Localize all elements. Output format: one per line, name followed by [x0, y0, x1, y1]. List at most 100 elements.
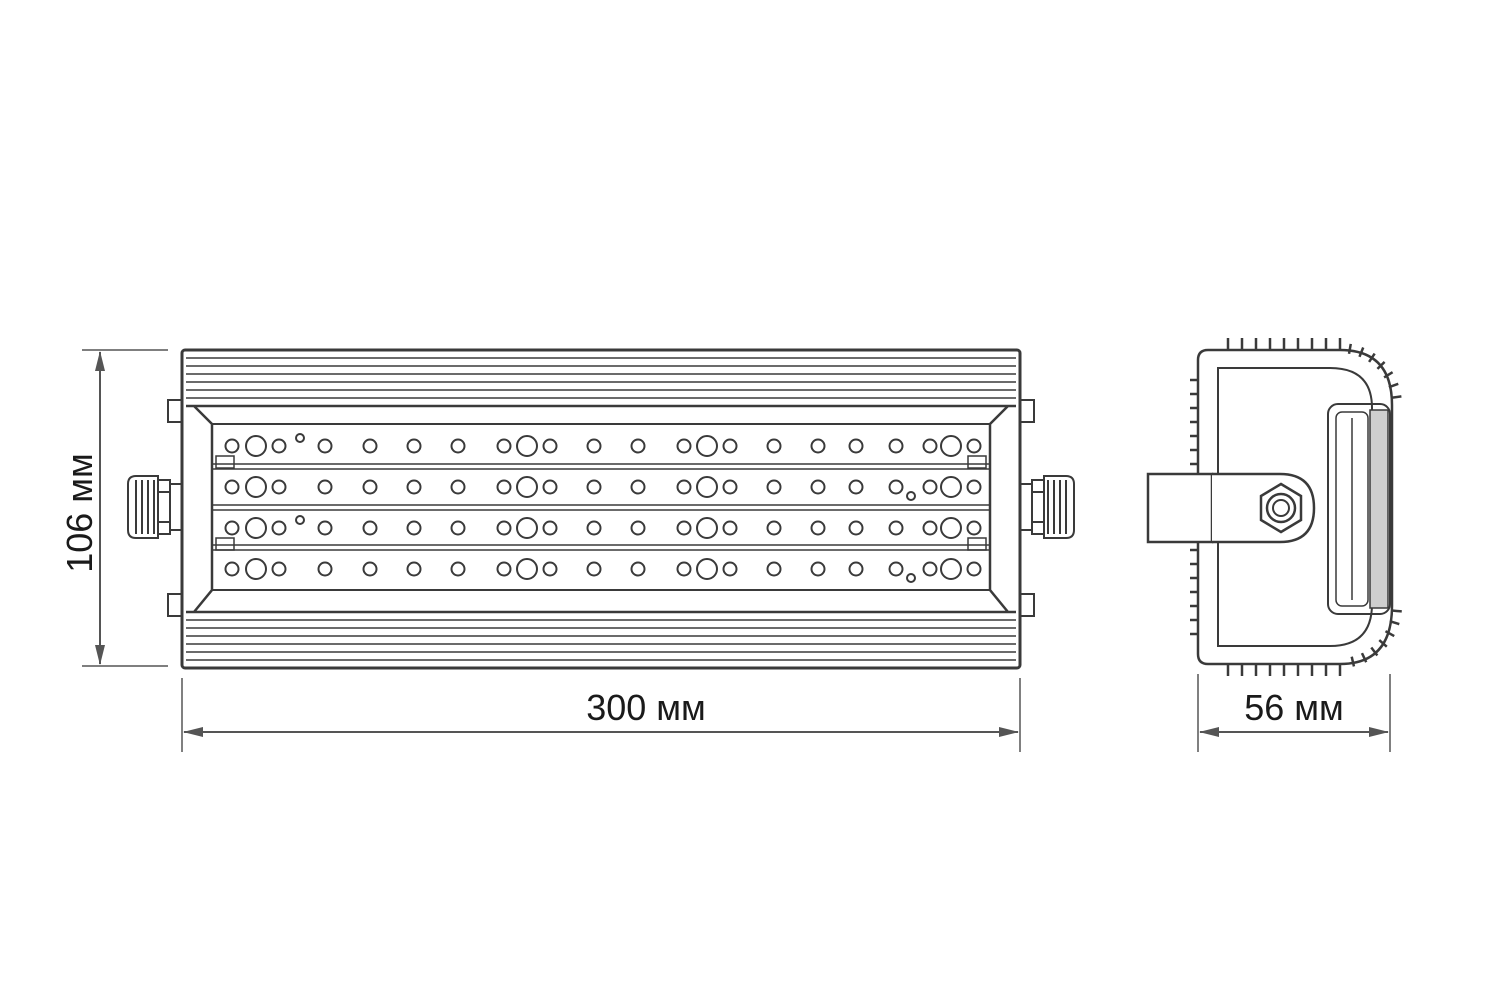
led-dot [676, 438, 692, 454]
led-dot [888, 520, 904, 536]
led-dot [496, 438, 512, 454]
side-view [1146, 338, 1402, 676]
inner-frame [186, 404, 1016, 614]
length-label: 300 мм [586, 687, 706, 728]
led-dot [810, 438, 826, 454]
cable-gland-right [1019, 475, 1075, 539]
led-dot [450, 520, 466, 536]
led-dot [450, 479, 466, 495]
led-dot [516, 517, 538, 539]
depth-dimension: 56 мм [1197, 674, 1391, 752]
fin [1383, 371, 1394, 379]
led-dot [766, 479, 782, 495]
led-row-2 [224, 476, 982, 498]
led-dot [271, 438, 287, 454]
led-dot [224, 520, 240, 536]
diffuser-lens [1327, 403, 1391, 615]
led-small-dot [295, 515, 305, 525]
led-dot [542, 438, 558, 454]
led-dot [696, 476, 718, 498]
front-view [127, 348, 1075, 670]
led-dot [317, 438, 333, 454]
led-dot [586, 520, 602, 536]
led-dot [496, 520, 512, 536]
mounting-bracket [1146, 472, 1214, 544]
led-dot [940, 435, 962, 457]
led-row-1 [224, 435, 982, 457]
side-heatsink-fins [1190, 338, 1402, 676]
led-dot [516, 558, 538, 580]
led-dot [630, 561, 646, 577]
led-dot [696, 435, 718, 457]
led-dot [542, 520, 558, 536]
lens-inner [1335, 411, 1369, 607]
led-dot [317, 520, 333, 536]
led-dot [922, 520, 938, 536]
led-dot [676, 561, 692, 577]
led-dot [810, 561, 826, 577]
led-dot [362, 561, 378, 577]
led-dot [966, 520, 982, 536]
led-dot [245, 435, 267, 457]
led-dot [696, 517, 718, 539]
led-dot [940, 517, 962, 539]
led-dot [362, 479, 378, 495]
led-dot [722, 561, 738, 577]
led-dot [450, 438, 466, 454]
bolt-bottom-left [167, 593, 183, 617]
led-dot [810, 520, 826, 536]
length-dimension: 300 мм [181, 678, 1021, 752]
bolt-top-right [1019, 399, 1035, 423]
led-dot [271, 561, 287, 577]
led-dot [766, 520, 782, 536]
led-dot [406, 438, 422, 454]
led-dot [848, 479, 864, 495]
led-dot [722, 520, 738, 536]
led-dot [810, 479, 826, 495]
bolt-top-left [167, 399, 183, 423]
led-dot [516, 435, 538, 457]
led-array [224, 433, 982, 583]
led-dot [317, 479, 333, 495]
led-dot [766, 438, 782, 454]
fin [1391, 609, 1402, 613]
led-dot [271, 520, 287, 536]
led-row-4 [224, 558, 982, 580]
led-dot [966, 479, 982, 495]
led-dot [516, 476, 538, 498]
led-dot [630, 438, 646, 454]
led-dot [362, 520, 378, 536]
led-dot [922, 438, 938, 454]
led-dot [966, 561, 982, 577]
led-row-separators [212, 455, 990, 551]
fin [1360, 652, 1368, 663]
led-dot [406, 479, 422, 495]
fin [1384, 630, 1395, 638]
led-dot [586, 438, 602, 454]
led-dot [888, 438, 904, 454]
led-dot [696, 558, 718, 580]
bracket-bolt-core [1272, 499, 1290, 517]
led-row-3 [224, 517, 982, 539]
led-dot [940, 476, 962, 498]
led-dot [848, 561, 864, 577]
led-dot [406, 520, 422, 536]
height-label: 106 мм [59, 453, 100, 573]
led-dot [245, 476, 267, 498]
mounting-bolts [167, 399, 1035, 617]
led-dot [888, 479, 904, 495]
led-dot [450, 561, 466, 577]
led-dot [766, 561, 782, 577]
led-dot [245, 558, 267, 580]
top-heatsink-fins [186, 357, 1016, 399]
led-small-dot [906, 573, 916, 583]
led-small-dot [295, 433, 305, 443]
led-dot [922, 479, 938, 495]
led-dot [722, 479, 738, 495]
led-dot [922, 561, 938, 577]
led-dot [630, 479, 646, 495]
led-dot [224, 561, 240, 577]
led-dot [496, 479, 512, 495]
led-dot [586, 561, 602, 577]
